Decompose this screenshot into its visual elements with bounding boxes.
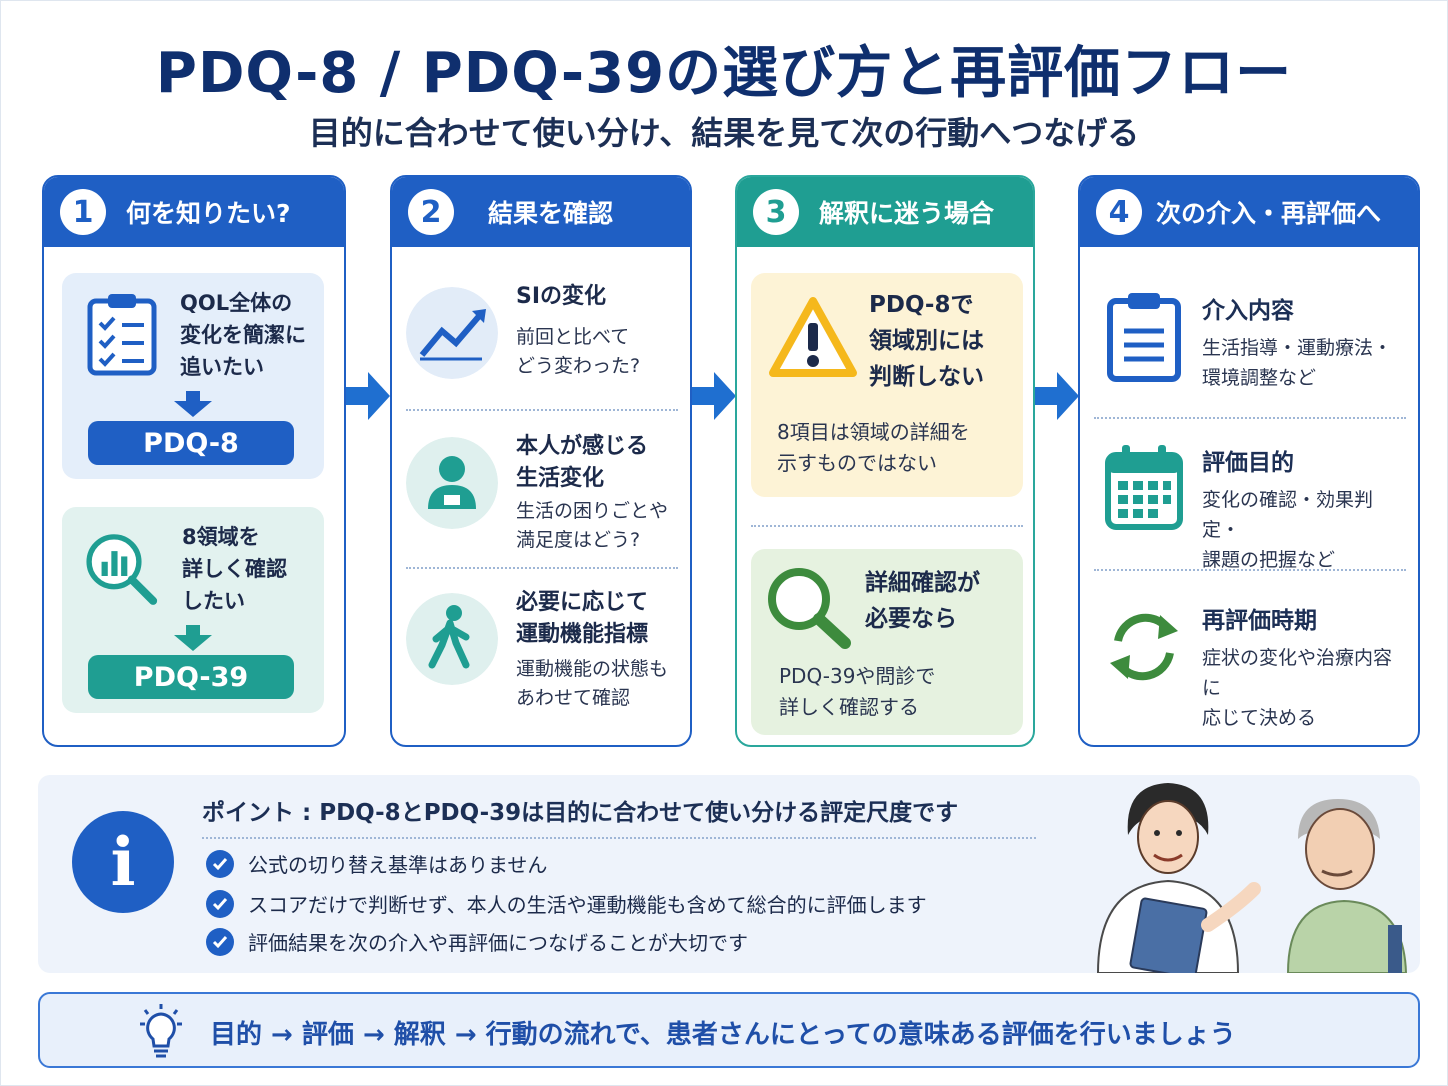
pdq8-choice-card: QOL全体の 変化を簡潔に 追いたい PDQ-8 bbox=[62, 273, 324, 479]
point-item: 公式の切り替え基準はありません bbox=[206, 849, 547, 878]
no-domain-judgement-desc: 8項目は領域の詳細を 示すものではない bbox=[777, 420, 970, 475]
divider bbox=[1094, 417, 1406, 419]
intervention-row: 介入内容 生活指導・運動療法・ 環境調整など bbox=[1094, 291, 1406, 431]
divider bbox=[406, 567, 678, 569]
warning-icon bbox=[769, 297, 857, 377]
page-subtitle: 目的に合わせて使い分け、結果を見て次の行動へつなげる bbox=[308, 114, 1140, 152]
reassessment-timing-row: 再評価時期 症状の変化や治療内容に 応じて決める bbox=[1094, 601, 1406, 741]
life-change-desc: 生活の困りごとや 満足度はどう? bbox=[516, 500, 669, 551]
banner-text: 目的 → 評価 → 解釈 → 行動の流れで、患者さんにとっての意味ある評価を行い… bbox=[210, 1020, 1236, 1050]
evaluation-purpose-desc: 変化の確認・効果判定・ 課題の把握など bbox=[1202, 489, 1374, 571]
flow-arrow-3-icon bbox=[1035, 372, 1079, 420]
si-change-row: SIの変化 前回と比べて どう変わった? bbox=[406, 281, 678, 431]
flow-arrow-2-icon bbox=[692, 372, 736, 420]
step-1-column: 1 何を知りたい? QOL全体の 変化を簡潔に 追いたい PDQ-8 bbox=[42, 175, 346, 747]
motor-index-desc: 運動機能の状態も あわせて確認 bbox=[516, 658, 669, 709]
checklist-clipboard-icon bbox=[87, 294, 157, 376]
step-2-column: 2 結果を確認 SIの変化 前回と比べて どう変わった? 本人が感じる 生活変化… bbox=[390, 175, 692, 747]
pdq8-result-pill: PDQ-8 bbox=[88, 421, 294, 465]
info-icon: i bbox=[72, 811, 174, 913]
detail-check-card: 詳細確認が 必要なら PDQ-39や問診で 詳しく確認する bbox=[751, 549, 1023, 735]
walking-person-icon bbox=[406, 593, 498, 685]
divider bbox=[751, 525, 1023, 527]
life-change-title: 本人が感じる 生活変化 bbox=[516, 434, 649, 491]
motor-index-title: 必要に応じて 運動機能指標 bbox=[516, 590, 649, 647]
step-3-column: 3 解釈に迷う場合 PDQ-8で 領域別には 判断しない 8項目は領域の詳細を … bbox=[735, 175, 1035, 747]
check-circle-icon bbox=[206, 849, 234, 878]
step-2-header: 2 結果を確認 bbox=[392, 177, 690, 247]
point-item: 評価結果を次の介入や再評価につなげることが大切です bbox=[206, 927, 748, 956]
step-4-number: 4 bbox=[1096, 189, 1142, 235]
person-icon bbox=[406, 437, 498, 529]
refresh-cycle-icon bbox=[1110, 613, 1178, 681]
step-3-number: 3 bbox=[753, 189, 799, 235]
step-1-header: 1 何を知りたい? bbox=[44, 177, 344, 247]
lightbulb-icon bbox=[140, 1004, 182, 1058]
point-title: ポイント : PDQ-8とPDQ-39は目的に合わせて使い分ける評定尺度です bbox=[202, 793, 1036, 839]
no-domain-judgement-card: PDQ-8で 領域別には 判断しない 8項目は領域の詳細を 示すものではない bbox=[751, 273, 1023, 497]
flow-arrow-1-icon bbox=[346, 372, 390, 420]
divider bbox=[406, 409, 678, 411]
pdq39-choice-card: 8領域を 詳しく確認 したい PDQ-39 bbox=[62, 507, 324, 713]
pdq39-result-pill: PDQ-39 bbox=[88, 655, 294, 699]
step-4-heading: 次の介入・再評価へ bbox=[1156, 199, 1382, 228]
evaluation-purpose-title: 評価目的 bbox=[1202, 450, 1294, 476]
step-1-heading: 何を知りたい? bbox=[126, 199, 291, 228]
calendar-icon bbox=[1105, 445, 1183, 530]
reassessment-timing-desc: 症状の変化や治療内容に 応じて決める bbox=[1202, 647, 1393, 729]
point-item: スコアだけで判断せず、本人の生活や運動機能も含めて総合的に評価します bbox=[206, 889, 927, 918]
step-4-column: 4 次の介入・再評価へ 介入内容 生活指導・運動療法・ 環境調整など bbox=[1078, 175, 1420, 747]
no-domain-judgement-title: PDQ-8で 領域別には 判断しない bbox=[869, 292, 984, 390]
step-3-header: 3 解釈に迷う場合 bbox=[737, 177, 1033, 247]
check-circle-icon bbox=[206, 927, 234, 956]
step-3-heading: 解釈に迷う場合 bbox=[819, 199, 995, 228]
si-change-title: SIの変化 bbox=[516, 284, 607, 309]
nurse-and-patient-illustration bbox=[1096, 783, 1408, 973]
intervention-desc: 生活指導・運動療法・ 環境調整など bbox=[1202, 337, 1393, 389]
intervention-title: 介入内容 bbox=[1202, 298, 1294, 324]
pdq39-choice-text: 8領域を 詳しく確認 したい bbox=[182, 525, 287, 613]
step-4-header: 4 次の介入・再評価へ bbox=[1080, 177, 1418, 247]
pdq8-choice-text: QOL全体の 変化を簡潔に 追いたい bbox=[180, 291, 306, 379]
search-icon bbox=[768, 568, 851, 649]
arrow-down-icon bbox=[174, 391, 212, 417]
check-circle-icon bbox=[206, 889, 234, 918]
arrow-down-icon bbox=[174, 625, 212, 651]
divider bbox=[1094, 569, 1406, 571]
si-change-desc: 前回と比べて どう変わった? bbox=[516, 326, 641, 377]
step-1-number: 1 bbox=[60, 189, 106, 235]
life-change-row: 本人が感じる 生活変化 生活の困りごとや 満足度はどう? bbox=[406, 431, 678, 581]
step-2-heading: 結果を確認 bbox=[488, 199, 614, 228]
page-title: PDQ-8 / PDQ-39の選び方と再評価フロー bbox=[155, 41, 1293, 106]
clipboard-icon bbox=[1107, 293, 1181, 382]
trend-up-icon bbox=[406, 287, 498, 379]
evaluation-purpose-row: 評価目的 変化の確認・効果判定・ 課題の把握など bbox=[1094, 443, 1406, 583]
detail-check-title: 詳細確認が 必要なら bbox=[865, 570, 980, 632]
reassessment-timing-title: 再評価時期 bbox=[1202, 608, 1317, 634]
magnifier-chart-icon bbox=[86, 534, 158, 605]
detail-check-desc: PDQ-39や問診で 詳しく確認する bbox=[779, 664, 936, 719]
summary-banner: 目的 → 評価 → 解釈 → 行動の流れで、患者さんにとっての意味ある評価を行い… bbox=[38, 992, 1420, 1068]
motor-index-row: 必要に応じて 運動機能指標 運動機能の状態も あわせて確認 bbox=[406, 587, 678, 737]
step-2-number: 2 bbox=[408, 189, 454, 235]
point-box: i ポイント : PDQ-8とPDQ-39は目的に合わせて使い分ける評定尺度です… bbox=[38, 775, 1420, 973]
